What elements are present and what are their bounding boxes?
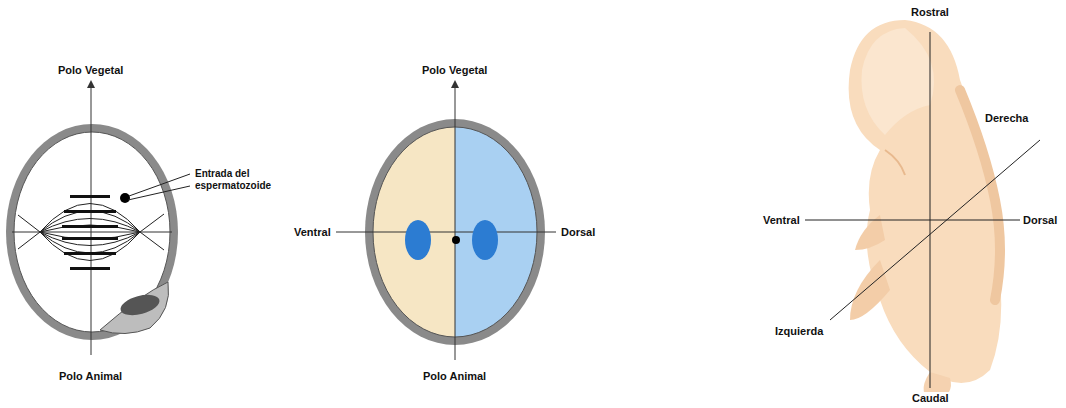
axis-label: Ventral <box>762 214 801 227</box>
embryo-illustration <box>805 20 1040 402</box>
callout-label: Entrada del espermatozoide <box>194 168 288 192</box>
egg-middle <box>336 84 556 360</box>
pole-label: Polo Animal <box>422 370 487 383</box>
axis-label: Dorsal <box>1022 214 1058 227</box>
axis-label: Derecha <box>984 112 1029 125</box>
pole-label: Polo Vegetal <box>57 64 124 77</box>
egg-left <box>6 84 190 355</box>
axis-label: Ventral <box>293 226 332 239</box>
pole-label: Polo Animal <box>58 370 123 383</box>
axis-label: Caudal <box>911 392 950 405</box>
axis-label: Dorsal <box>560 226 596 239</box>
pole-label: Polo Vegetal <box>421 64 488 77</box>
axis-label: Rostral <box>910 6 950 19</box>
axis-label: Izquierda <box>774 325 824 338</box>
